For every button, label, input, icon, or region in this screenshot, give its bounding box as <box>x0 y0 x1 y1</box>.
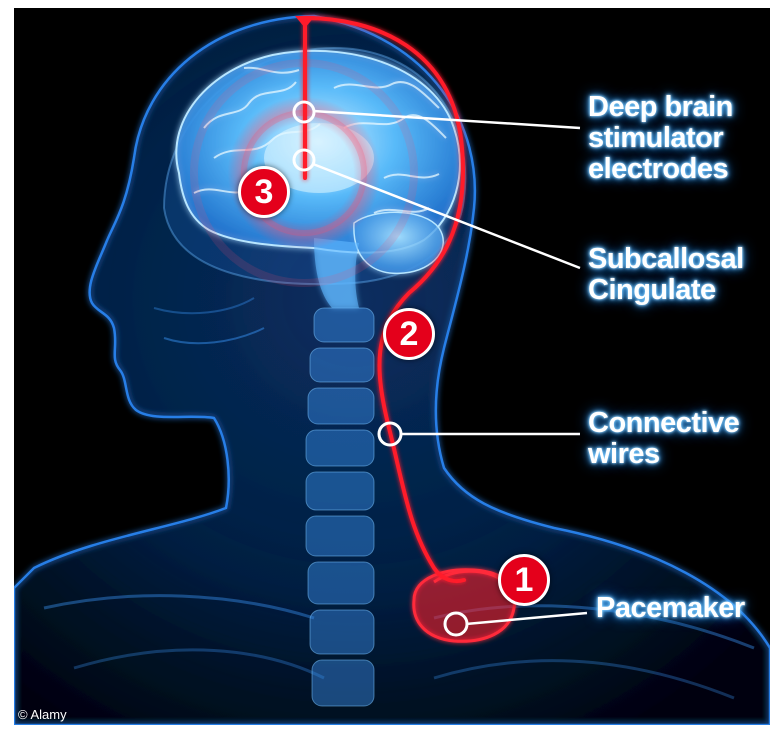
label-connective-wires: Connective wires <box>588 408 739 470</box>
label-pacemaker: Pacemaker <box>596 593 745 624</box>
label-line: stimulator <box>588 123 733 154</box>
label-line: electrodes <box>588 154 733 185</box>
label-line: wires <box>588 439 739 470</box>
diagram-stage: 3 2 1 Deep brain stimulator electrodes S… <box>14 8 770 725</box>
label-line: Deep brain <box>588 92 733 123</box>
label-deep-brain-stimulator-electrodes: Deep brain stimulator electrodes <box>588 92 733 185</box>
spinal-column <box>306 308 374 706</box>
label-line: Subcallosal <box>588 244 744 275</box>
step-badge-3: 3 <box>238 166 290 218</box>
label-line: Connective <box>588 408 739 439</box>
image-credit: © Alamy <box>18 707 67 723</box>
step-badge-1: 1 <box>498 554 550 606</box>
label-line: Cingulate <box>588 275 744 306</box>
step-badge-2: 2 <box>383 308 435 360</box>
label-subcallosal-cingulate: Subcallosal Cingulate <box>588 244 744 306</box>
